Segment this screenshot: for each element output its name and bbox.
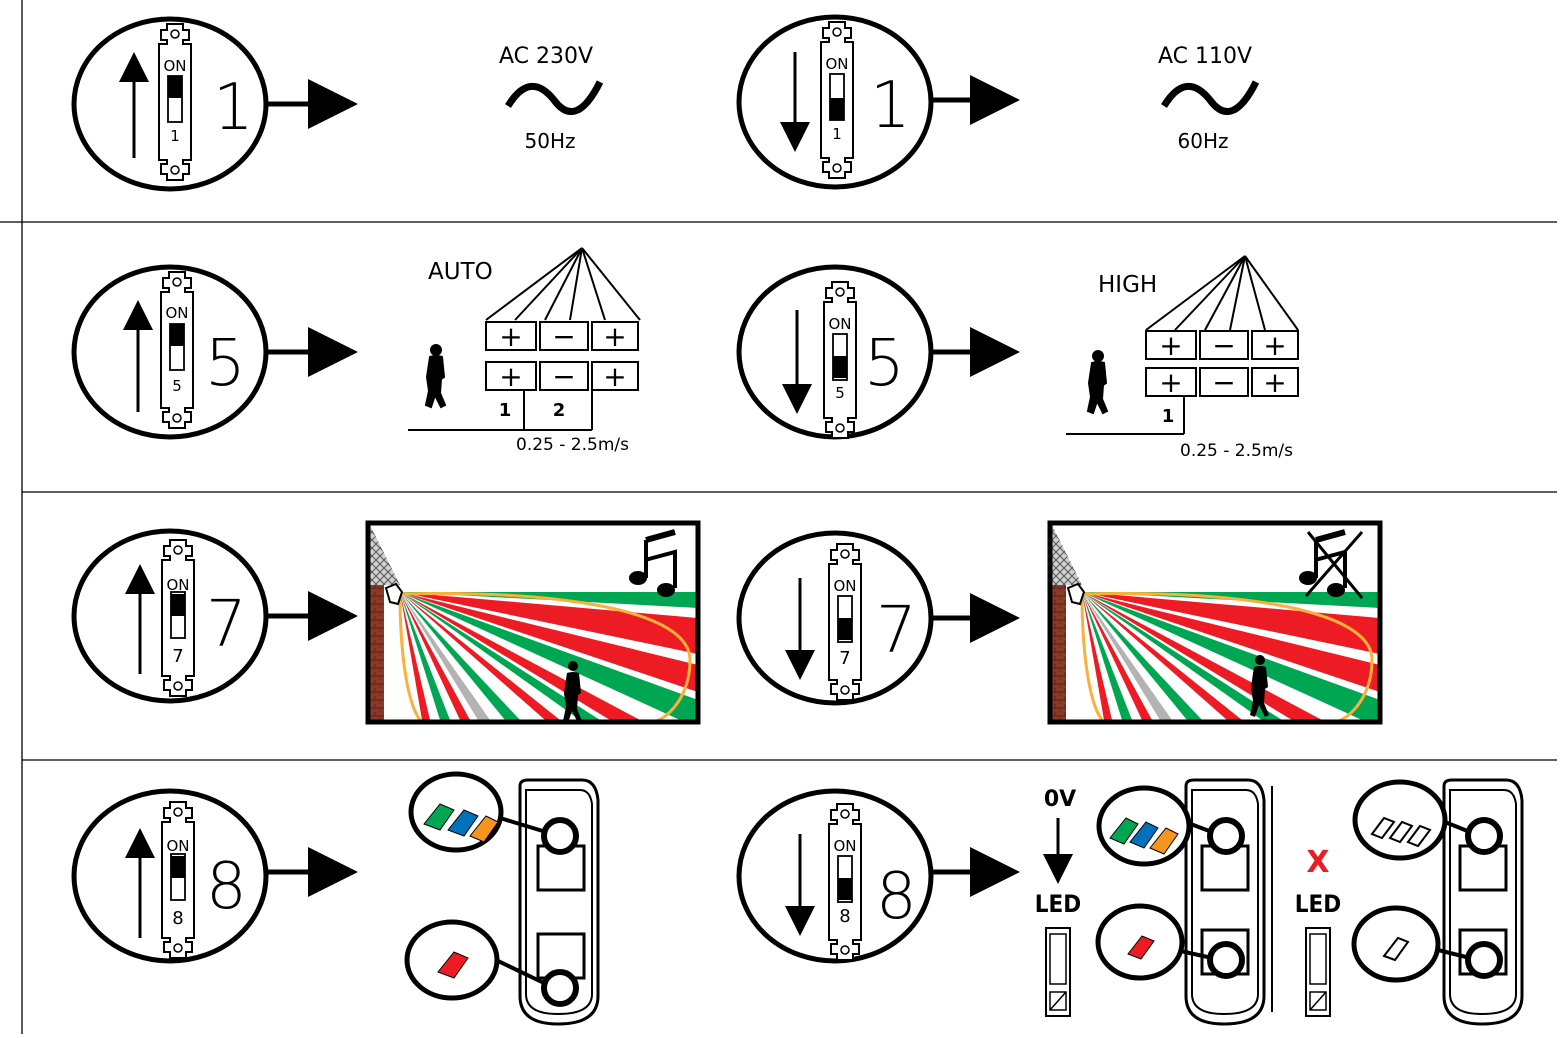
switch-5-on-badge: ON 5 5: [71, 264, 269, 440]
led-switch-icon: [1045, 927, 1071, 1017]
switch-number-small: 7: [172, 646, 183, 667]
switch-number-large: 7: [206, 588, 247, 662]
led-red-icon: [404, 919, 500, 1001]
cross-label: X: [1306, 845, 1329, 880]
on-label: ON: [165, 304, 188, 322]
switch-number-large: 8: [876, 860, 917, 934]
svg-text:+: +: [1159, 366, 1182, 399]
speed-label: 0.25 - 2.5m/s: [1180, 441, 1293, 461]
frequency-label: 60Hz: [1178, 129, 1229, 153]
voltage-label: 0V: [1044, 787, 1076, 812]
switch-number-large: 5: [864, 327, 905, 401]
svg-text:+: +: [603, 320, 626, 353]
on-label: ON: [828, 315, 851, 333]
frequency-label: 50Hz: [525, 129, 576, 153]
switch-number-small: 7: [839, 648, 850, 669]
svg-text:+: +: [1263, 329, 1286, 362]
switch-5-off-badge: ON 5 5: [736, 264, 934, 440]
svg-text:−: −: [552, 320, 575, 353]
switch-number-large: 5: [205, 327, 246, 401]
switch-number-large: 1: [213, 71, 254, 145]
walking-person-icon: [1087, 350, 1108, 414]
led-bar-multicolor-icon: [408, 771, 504, 853]
switch-number-small: 5: [835, 384, 845, 402]
mode-label: HIGH: [1098, 272, 1157, 298]
switch-7-off-badge: ON 7 7: [736, 530, 934, 706]
led-label: LED: [1295, 890, 1341, 918]
svg-text:−: −: [1212, 329, 1235, 362]
detector-device: [1095, 778, 1266, 1026]
detector-device: [404, 771, 600, 1026]
mode-label: AUTO: [428, 259, 493, 285]
row-4: ON 8 8: [71, 771, 1524, 1026]
row-2: ON 5 5 AUTO + − + + − + 1 2 0.25 -: [71, 247, 1299, 461]
svg-text:+: +: [499, 320, 522, 353]
zone-label: 2: [553, 400, 566, 421]
led-off-icon: [1351, 905, 1441, 983]
on-label: ON: [166, 837, 189, 855]
led-bar-multicolor-icon: [1096, 785, 1192, 867]
switch-number-small: 8: [172, 908, 183, 929]
on-label: ON: [833, 577, 856, 595]
on-label: ON: [825, 55, 848, 73]
ac-110v-label: AC 110V 60Hz: [1158, 44, 1260, 153]
led-switch-icon: [1305, 927, 1331, 1017]
ac-wave-icon: [505, 80, 604, 115]
svg-text:+: +: [603, 360, 626, 393]
switch-number-small: 1: [170, 127, 180, 145]
led-red-icon: [1095, 903, 1185, 981]
svg-text:−: −: [552, 360, 575, 393]
on-label: ON: [163, 57, 186, 75]
ac-230v-label: AC 230V 50Hz: [499, 44, 604, 153]
music-note-icon: [629, 529, 677, 597]
voltage-label: AC 230V: [499, 44, 593, 69]
switch-8-on-badge: ON 8 8: [71, 788, 269, 964]
on-label: ON: [166, 576, 189, 594]
switch-8-off-badge: ON 8 8: [736, 788, 934, 964]
high-sensitivity-diagram: HIGH + − + + − + 1 0.25 - 2.5m/s: [1066, 255, 1299, 461]
switch-7-on-badge: ON 7 7: [71, 528, 269, 704]
music-note-muted-icon: [1299, 529, 1364, 599]
voltage-label: AC 110V: [1158, 44, 1252, 69]
svg-text:−: −: [1212, 366, 1235, 399]
switch-1-off-badge: ON 1 1: [736, 14, 934, 190]
walking-person-icon: [425, 344, 446, 408]
coverage-scene-sound-off: [1047, 520, 1383, 725]
speed-label: 0.25 - 2.5m/s: [516, 435, 629, 455]
row-1: ON 1 1 AC 230V 50Hz ON 1 1 AC 110V 60Hz: [71, 14, 1260, 192]
svg-text:+: +: [1263, 366, 1286, 399]
led-label: LED: [1035, 890, 1081, 918]
led-bar-off-icon: [1352, 779, 1448, 861]
switch-number-large: 1: [870, 69, 911, 143]
ac-wave-icon: [1161, 80, 1260, 115]
switch-number-small: 8: [839, 906, 850, 927]
zone-label: 1: [1162, 406, 1175, 427]
svg-text:+: +: [1159, 329, 1182, 362]
zone-label: 1: [499, 400, 512, 421]
switch-number-large: 7: [876, 594, 917, 668]
detector-device: [1351, 778, 1524, 1026]
svg-text:+: +: [499, 360, 522, 393]
on-label: ON: [833, 837, 856, 855]
switch-number-large: 8: [206, 850, 247, 924]
row-3: ON 7 7: [71, 520, 1383, 725]
switch-number-small: 5: [172, 377, 182, 395]
coverage-scene-sound-on: [365, 520, 701, 725]
auto-sensitivity-diagram: AUTO + − + + − + 1 2 0.25 - 2.5m/s: [408, 247, 641, 455]
switch-number-small: 1: [832, 125, 842, 143]
switch-1-on-badge: ON 1 1: [71, 16, 269, 192]
